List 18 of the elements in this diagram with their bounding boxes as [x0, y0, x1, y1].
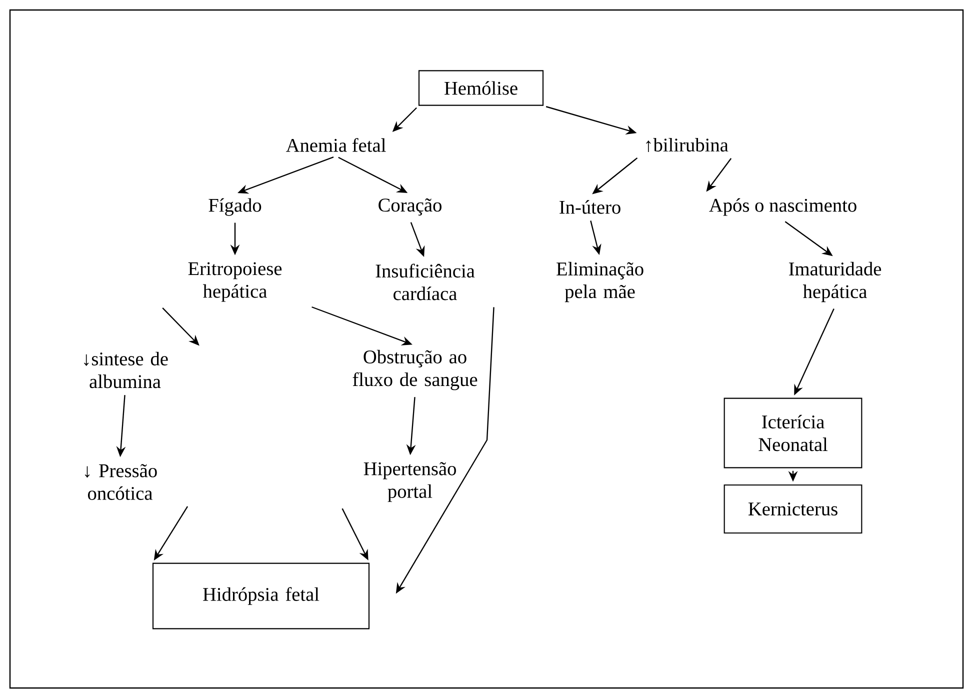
node-text: Anemia fetal: [286, 138, 386, 152]
node-text: Eritropoiese hepática: [188, 262, 282, 302]
node-text: Coração: [378, 198, 442, 216]
node-text: Eliminação pela mãe: [556, 262, 644, 302]
node-text: Fígado: [208, 198, 262, 216]
node-text: In-útero: [560, 200, 620, 214]
process-box: Hemólise: [418, 70, 544, 106]
process-box: Kernicterus: [724, 484, 862, 534]
node-text: ↑bilirubina: [646, 138, 728, 152]
process-box: Hidrópsia fetal: [152, 562, 370, 630]
node-text: Após o nascimento: [709, 198, 856, 216]
node-text: Hipertensão portal: [364, 462, 456, 502]
node-text: ↓sintese de albumina: [84, 352, 168, 388]
node-text: ↓ Pressão oncótica: [84, 464, 157, 500]
node-text: Insuficiência cardíaca: [376, 264, 475, 300]
node-text: Obstrução ao fluxo de sangue: [352, 350, 478, 390]
node-text: Imaturidade hepática: [789, 262, 882, 302]
process-box: Icterícia Neonatal: [724, 398, 862, 468]
